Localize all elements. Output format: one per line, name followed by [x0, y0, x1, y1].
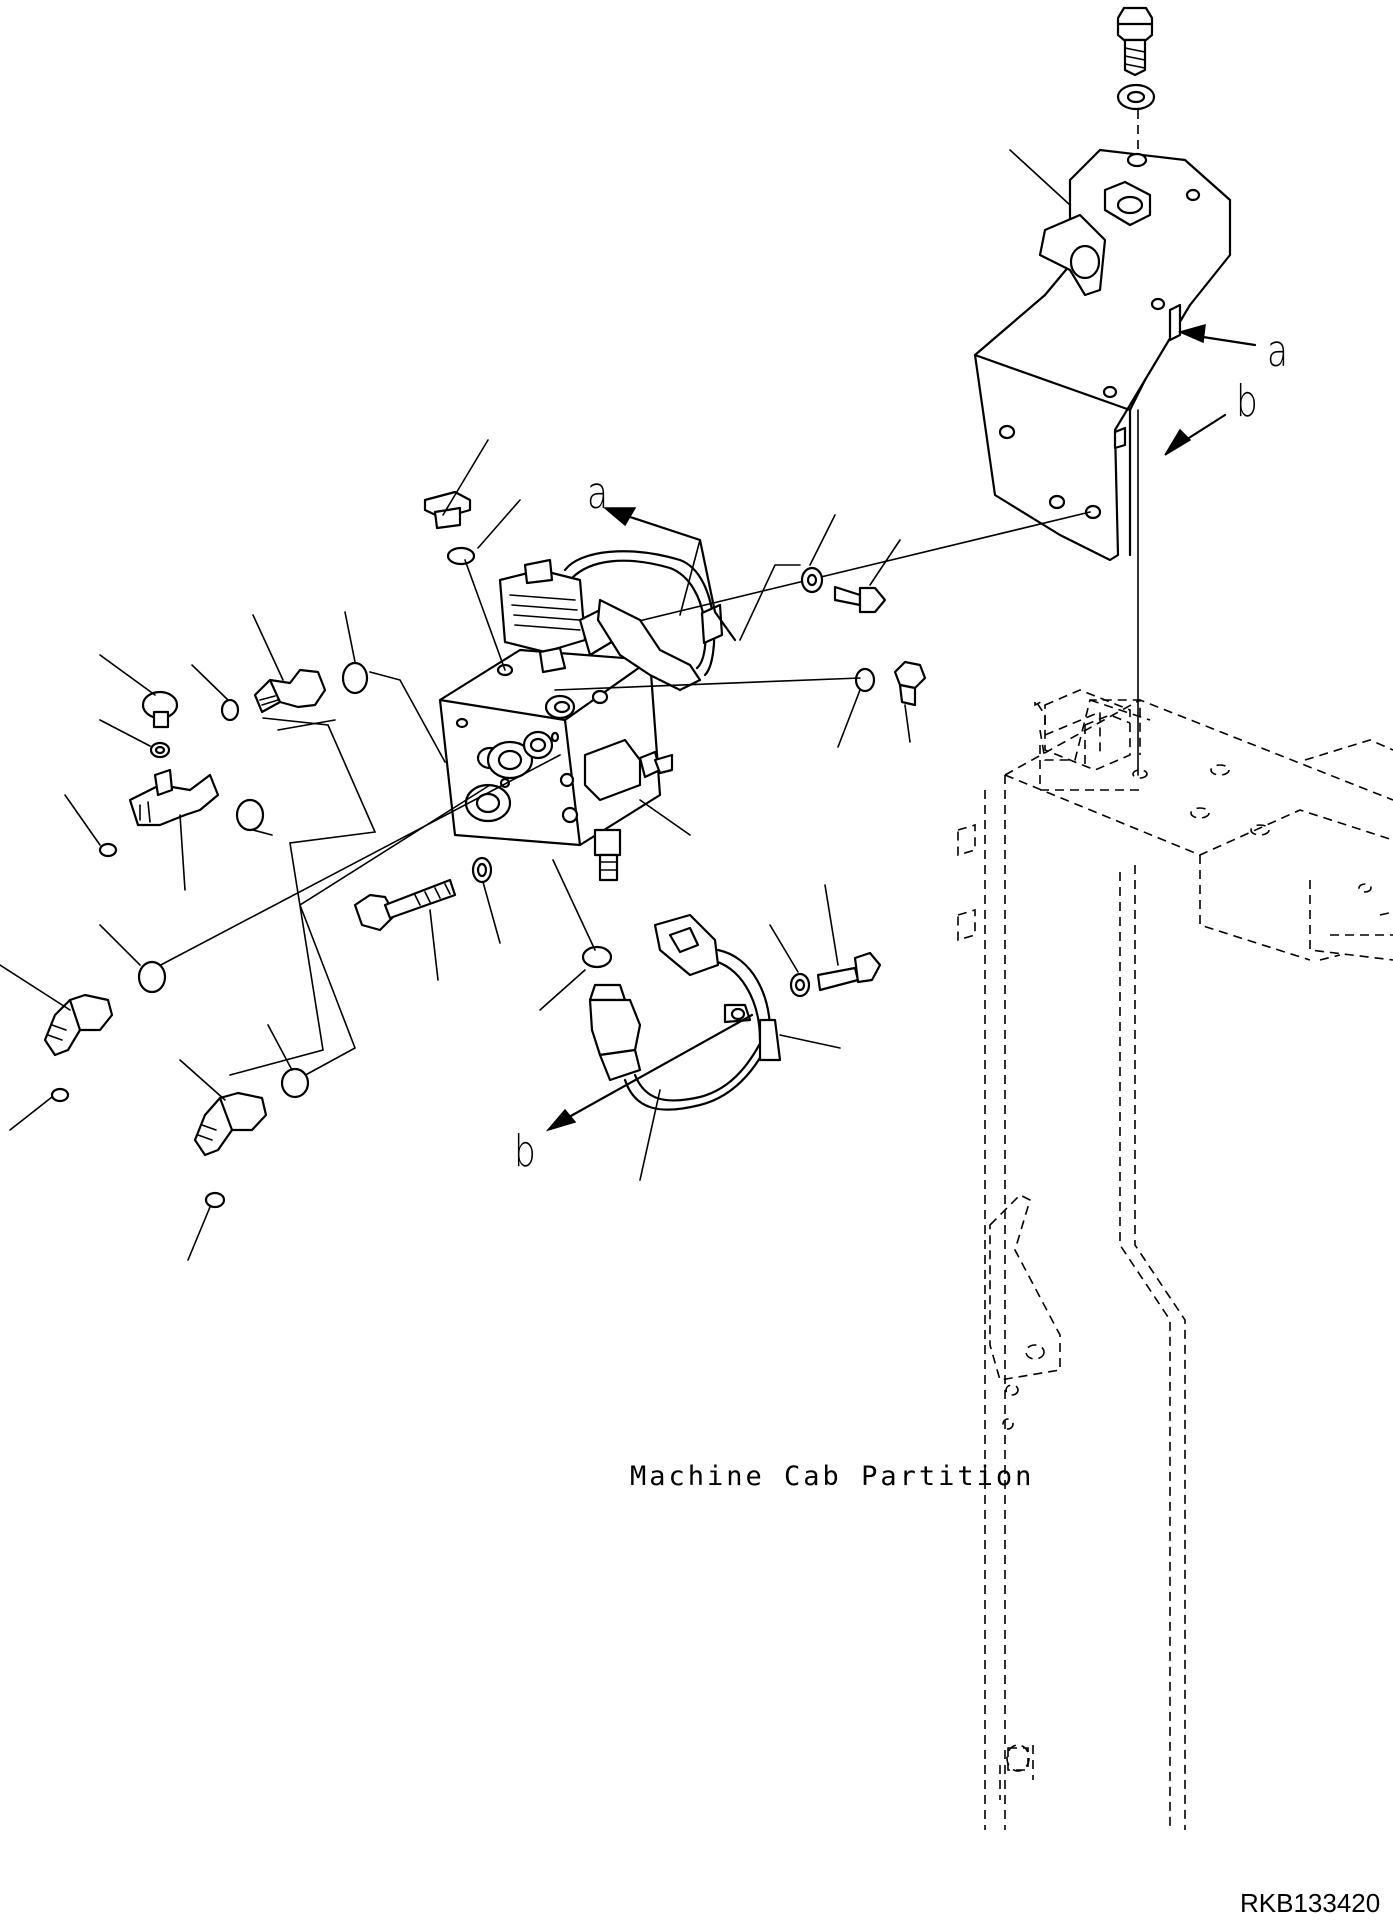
- sensor-harness: [623, 913, 782, 1111]
- elbow-fitting-left: [43, 993, 114, 1057]
- bolt-lower-right: [816, 951, 882, 992]
- ref-label-b-bottom: b: [514, 1126, 536, 1177]
- o-ring-left-4: [280, 1067, 310, 1099]
- bolt-right: [833, 585, 887, 614]
- o-ring-top: [446, 546, 476, 566]
- o-ring-small-3: [204, 1191, 226, 1209]
- o-ring-small-2: [50, 1087, 70, 1103]
- long-bolt: [353, 878, 457, 932]
- cap: [141, 690, 179, 729]
- pressure-switch: [583, 738, 674, 802]
- ref-label-a-right: a: [1267, 326, 1289, 377]
- pressure-sensor-lower: [588, 983, 642, 1082]
- elbow-fitting-upper: [253, 668, 327, 714]
- o-ring-right: [854, 667, 876, 693]
- elbow-fitting-lower: [193, 1091, 268, 1157]
- washer-top: [1116, 83, 1156, 111]
- drawing-code: RKB133420: [1240, 1888, 1381, 1918]
- o-ring-left-2: [235, 798, 265, 832]
- ref-label-b-right: b: [1236, 376, 1258, 427]
- plug-top: [423, 490, 472, 530]
- ref-label-a-top: a: [587, 468, 609, 519]
- o-ring-left-3: [137, 960, 167, 994]
- solenoid-coil: [498, 558, 617, 674]
- cab-partition-frame: [957, 689, 1393, 1830]
- o-ring-left-1: [341, 661, 369, 695]
- plug-right: [893, 660, 927, 707]
- bottom-nipple: [593, 828, 622, 882]
- caption-cab-partition: Machine Cab Partition: [630, 1461, 1035, 1492]
- o-ring-small-1: [220, 698, 240, 722]
- mounting-bracket: [973, 148, 1232, 562]
- tee-fitting: [128, 768, 220, 827]
- o-ring-lower: [581, 945, 613, 969]
- mounting-bolt-top: [1116, 6, 1154, 77]
- washer-left-2: [98, 842, 118, 858]
